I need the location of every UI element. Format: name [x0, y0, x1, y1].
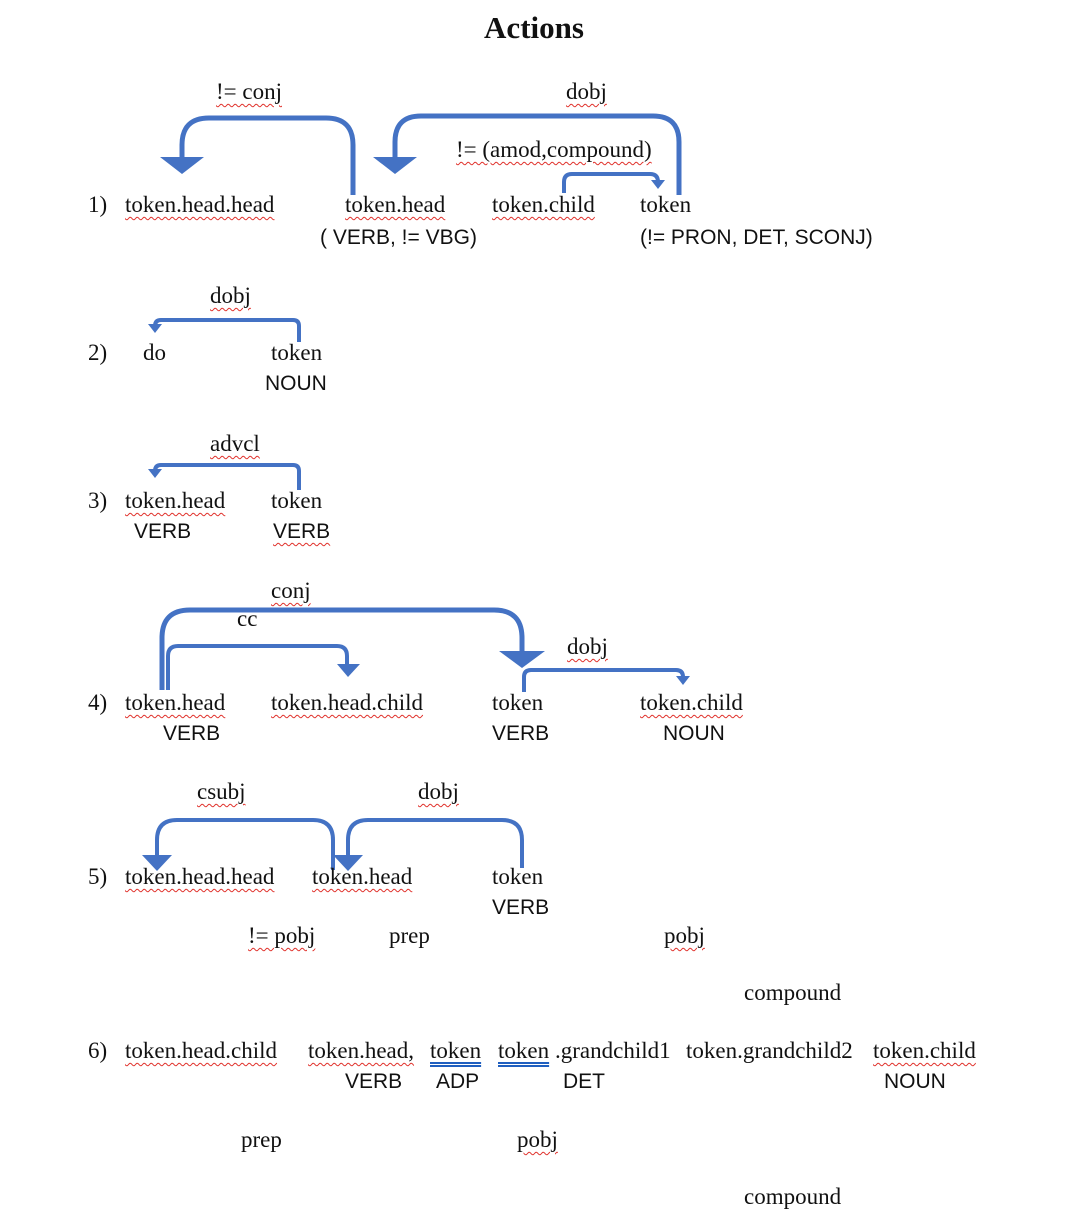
arc-amod-compound [562, 172, 660, 193]
pos-tag: VERB [134, 520, 192, 543]
relation-label: pobj [664, 923, 705, 948]
pos-tag: ( VERB, != VBG) [320, 226, 477, 249]
pos-tag: DET [563, 1070, 605, 1093]
arc-advcl [153, 463, 301, 490]
arrowhead [651, 180, 665, 189]
row-number: 6) [88, 1038, 108, 1063]
pos-tag: VERB [492, 722, 550, 745]
token-label: token.grandchild2 [686, 1038, 853, 1063]
arc-csubj [155, 818, 335, 870]
token-label: token [498, 1038, 550, 1063]
relation-label: cc [237, 606, 258, 631]
row-number: 4) [88, 690, 108, 715]
token-label: token [640, 192, 692, 217]
pos-tag: VERB [345, 1070, 403, 1093]
pos-tag: NOUN [663, 722, 725, 745]
token-label: token.head, [308, 1038, 415, 1063]
token-label: token.head [312, 864, 413, 889]
relation-label: conj [271, 578, 311, 603]
arrowhead [337, 664, 360, 677]
token-label: token [492, 864, 544, 889]
relation-label: dobj [418, 779, 459, 804]
relation-label: dobj [567, 634, 608, 659]
pos-tag: VERB [273, 520, 331, 543]
token-label: do [143, 340, 166, 365]
arc-neq-conj [179, 115, 356, 195]
arc-dobj-row2 [153, 318, 301, 342]
token-label: token [430, 1038, 482, 1063]
relation-label: compound [744, 1184, 842, 1209]
token-label: token.head.head [125, 864, 275, 889]
relation-label: != pobj [248, 923, 316, 948]
relation-label: csubj [197, 779, 246, 804]
pos-tag: VERB [492, 896, 550, 919]
pos-tag: (!= PRON, DET, SCONJ) [640, 226, 873, 249]
arrowhead [499, 651, 545, 668]
row-number: 1) [88, 192, 108, 217]
row-number: 3) [88, 488, 108, 513]
arc-dobj-row1 [392, 113, 682, 195]
pos-tag: VERB [163, 722, 221, 745]
token-label: token.head [125, 488, 226, 513]
token-label: token.child [492, 192, 595, 217]
pos-tag: ADP [436, 1070, 480, 1093]
relation-label: dobj [566, 79, 607, 104]
token-label: token.child [873, 1038, 976, 1063]
arrowhead [373, 157, 417, 174]
arrowhead [676, 676, 690, 685]
row-number: 5) [88, 864, 108, 889]
arrowhead [160, 157, 204, 174]
arc-dobj-row5 [346, 818, 524, 868]
pos-tag: NOUN [884, 1070, 946, 1093]
relation-label: pobj [517, 1127, 558, 1152]
page-title: Actions [484, 10, 584, 45]
token-label: token.head [345, 192, 446, 217]
arrowhead [142, 855, 172, 871]
relation-label: dobj [210, 283, 251, 308]
row-number: 2) [88, 340, 108, 365]
relation-label: prep [241, 1127, 282, 1152]
relation-label: prep [389, 923, 430, 948]
arc-conj [159, 607, 525, 690]
arrowhead [333, 855, 363, 871]
arc-dobj-row4 [522, 668, 685, 692]
relation-label: advcl [210, 431, 260, 456]
pos-tag: NOUN [265, 372, 327, 395]
token-label: token [492, 690, 544, 715]
token-label: token [271, 488, 323, 513]
token-label: token.child [640, 690, 743, 715]
token-label: token.head.head [125, 192, 275, 217]
relation-label: != (amod,compound) [456, 137, 652, 162]
token-label: token.head.child [271, 690, 424, 715]
token-label: token [271, 340, 323, 365]
token-label: token.head [125, 690, 226, 715]
token-label: token.head.child [125, 1038, 278, 1063]
arrowhead [148, 469, 162, 478]
token-label: .grandchild1 [555, 1038, 671, 1063]
arc-cc [166, 644, 349, 690]
arrowhead [148, 324, 162, 333]
relation-label: != conj [216, 79, 282, 104]
relation-label: compound [744, 980, 842, 1005]
